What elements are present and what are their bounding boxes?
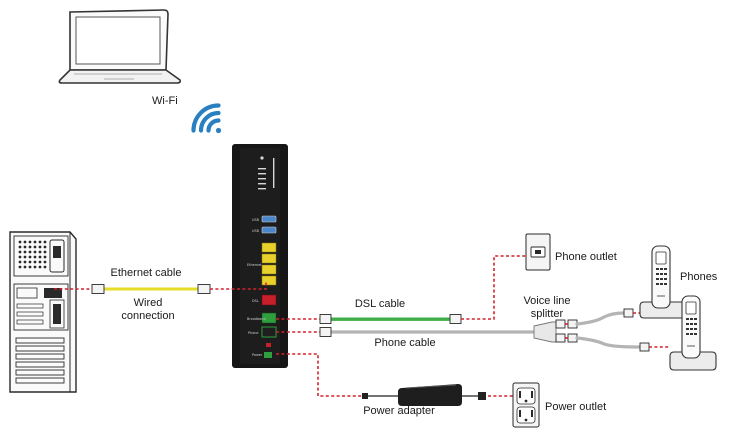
power-outlet-label: Power outlet [545,401,606,413]
voice-line-splitter-label-line1: Voice line [523,295,570,307]
wired-connection-label-line1: Wired [134,297,163,309]
phones-label: Phones [680,271,718,283]
svg-text:USB: USB [252,229,260,233]
wifi-icon [191,103,222,134]
voice-line-splitter-label-line2: splitter [531,308,564,320]
svg-text:Power: Power [252,353,263,357]
desktop-computer-icon [9,231,77,393]
power-adapter-label: Power adapter [363,405,435,417]
svg-text:USB: USB [252,218,260,222]
power-connection [276,353,513,400]
wifi-label: Wi-Fi [152,95,178,107]
ethernet-connection [54,282,267,294]
power-adapter-icon [362,384,462,406]
phone-cable-connection [276,327,536,337]
phone-cable-label: Phone cable [374,337,435,349]
wired-connection-label-line2: connection [121,310,174,322]
cordless-phone-icon [639,245,717,371]
ethernet-cable-label: Ethernet cable [111,267,182,279]
dsl-connection [276,255,530,324]
wall-phone-jack-icon [525,233,551,271]
dsl-cable-label: DSL cable [355,298,405,310]
svg-text:Ethernet: Ethernet [247,263,262,267]
svg-text:Phone: Phone [248,331,259,335]
voice-line-splitter [533,308,670,352]
svg-text:DSL: DSL [252,299,259,303]
wall-power-outlet-icon [512,382,540,428]
laptop-icon [58,9,181,84]
phone-outlet-label: Phone outlet [555,251,617,263]
modem-icon: USB USB Ethernet DSL Broadband Phone Pow… [232,144,288,368]
svg-text:Broadband: Broadband [247,317,265,321]
